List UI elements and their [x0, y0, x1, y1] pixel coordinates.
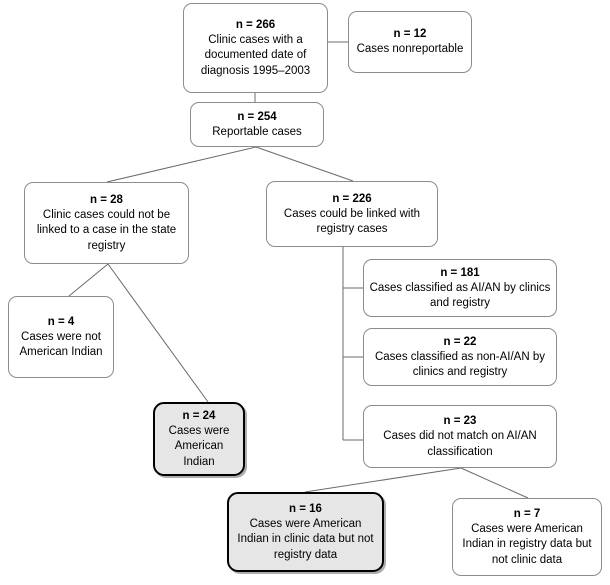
- flow-node-count-label: n = 22: [443, 335, 477, 348]
- flow-node-description: Cases were American Indian in clinic dat…: [237, 517, 374, 561]
- flow-edge: [106, 146, 257, 183]
- flow-node-description: Cases could be linked with registry case…: [283, 207, 421, 236]
- flow-node-description: Cases nonreportable: [356, 43, 464, 56]
- flow-edge: [304, 467, 462, 493]
- flow-node-n7: n = 7 Cases were American Indian in regis…: [452, 498, 602, 576]
- flow-node-description: Reportable cases: [212, 125, 302, 138]
- flow-node-description: Cases were not American Indian: [19, 330, 103, 359]
- flow-node-description: Clinic cases could not be linked to a ca…: [36, 208, 177, 252]
- flow-node-count-label: n = 254: [237, 110, 277, 123]
- flow-node-description: Cases were American Indian: [168, 424, 230, 468]
- flow-node-count-label: n = 226: [332, 192, 372, 205]
- flow-node-n4: n = 4 Cases were not American Indian: [8, 296, 114, 378]
- flow-node-n24: n = 24 Cases were American Indian: [153, 402, 245, 476]
- flow-node-count-label: n = 23: [443, 415, 477, 427]
- flow-edge: [460, 467, 529, 499]
- flow-node-n28: n = 28 Clinic cases could not be linked t…: [24, 182, 189, 264]
- flow-node-n12: n = 12 Cases nonreportable: [348, 11, 472, 73]
- flow-node-count-label: n = 12: [393, 28, 427, 41]
- flow-node-count-label: n = 266: [235, 18, 276, 31]
- flow-edge: [107, 263, 209, 403]
- flow-node-count-label: n = 4: [47, 315, 75, 328]
- flow-edge: [255, 146, 354, 182]
- flow-node-n23: n = 23 Cases did not match on AI/AN class…: [363, 405, 557, 468]
- flow-node-description: Cases were American Indian in registry d…: [462, 522, 592, 566]
- flow-node-description: Cases did not match on AI/AN classificat…: [383, 430, 537, 458]
- flow-node-count-label: n = 7: [513, 507, 541, 520]
- flow-node-description: Cases classified as non-AI/AN by clinics…: [374, 350, 546, 379]
- flow-node-description: Clinic cases with a documented date of d…: [200, 33, 311, 77]
- flow-node-count-label: n = 24: [182, 409, 216, 422]
- flow-node-count-label: n = 181: [440, 266, 480, 279]
- flow-node-count-label: n = 28: [90, 193, 123, 206]
- flow-node-description: Cases classified as AI/AN by clinics and…: [369, 281, 551, 310]
- flow-node-n22: n = 22 Cases classified as non-AI/AN by c…: [363, 328, 557, 386]
- flow-edge: [68, 263, 109, 297]
- flow-node-count-label: n = 16: [289, 502, 322, 515]
- flow-node-n16: n = 16 Cases were American Indian in clin…: [227, 492, 384, 572]
